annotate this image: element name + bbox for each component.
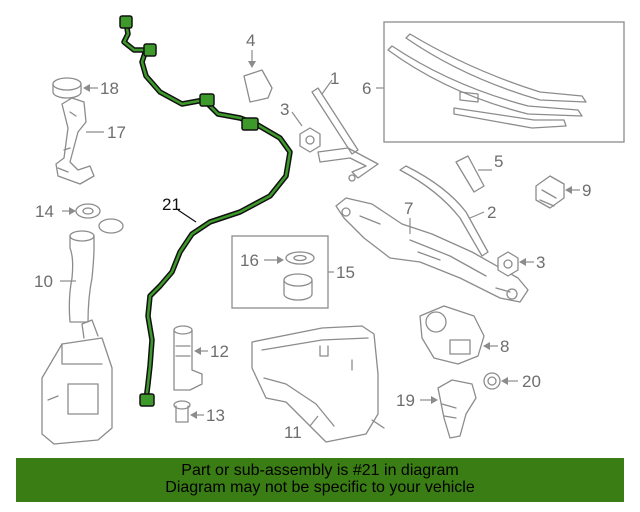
part-8-wiper-motor — [419, 305, 498, 365]
callout-6: 6 — [362, 79, 371, 98]
part-9-cap — [535, 175, 580, 209]
part-17-bracket — [55, 97, 104, 185]
parts-diagram: 18 17 14 10 21 — [34, 15, 625, 445]
part-6-wiper-blades — [376, 21, 625, 143]
callout-8: 8 — [500, 337, 509, 356]
callout-17: 17 — [107, 123, 126, 142]
banner-line-part: Part or sub-assembly is #21 in diagram — [181, 462, 459, 479]
callout-2: 2 — [487, 203, 496, 222]
hose-clip — [241, 117, 259, 131]
part-10-filler-neck — [60, 230, 95, 323]
callout-5: 5 — [494, 152, 503, 171]
callout-12: 12 — [210, 342, 229, 361]
callout-4: 4 — [246, 31, 255, 50]
hose-connector-top — [119, 15, 133, 29]
callout-19: 19 — [396, 391, 415, 410]
part-18-cap — [52, 77, 98, 99]
callout-3: 3 — [280, 100, 289, 119]
hose-clip — [143, 43, 157, 57]
part-15-16-box — [231, 235, 334, 309]
part-3-nut-2 — [497, 251, 534, 277]
callout-9: 9 — [582, 181, 591, 200]
part-21-washer-hose — [119, 15, 293, 407]
callout-16: 16 — [240, 251, 259, 270]
callout-10: 10 — [34, 272, 53, 291]
hose-clip — [199, 93, 215, 107]
callout-14: 14 — [35, 202, 54, 221]
callout-13: 13 — [206, 406, 225, 425]
part-7-linkage — [335, 197, 529, 303]
part-4-cover — [243, 50, 273, 103]
callout-15: 15 — [336, 263, 355, 282]
part-13-grommet — [173, 400, 204, 423]
part-11-reservoir — [251, 325, 385, 443]
hose-connector-bottom — [139, 393, 155, 407]
callout-18: 18 — [100, 79, 119, 98]
callout-1: 1 — [330, 69, 339, 88]
callout-7: 7 — [404, 199, 413, 218]
callout-20: 20 — [522, 372, 541, 391]
callout-11: 11 — [284, 423, 302, 442]
callout-3b: 3 — [536, 253, 545, 272]
part-10-reservoir-lower — [41, 319, 113, 445]
part-3-nut — [291, 111, 321, 153]
part-2-wiper-arm — [399, 165, 489, 257]
part-14-grommet — [62, 203, 124, 234]
callout-21: 21 — [162, 195, 181, 214]
part-19-pump — [420, 379, 477, 439]
part-1-wiper-arm — [311, 79, 379, 182]
banner-line-disclaimer: Diagram may not be specific to your vehi… — [165, 479, 475, 496]
part-5-cap — [455, 155, 492, 193]
part-info-banner: Part or sub-assembly is #21 in diagram D… — [16, 458, 624, 502]
part-12-pump — [173, 325, 208, 391]
part-20-grommet — [483, 372, 518, 390]
